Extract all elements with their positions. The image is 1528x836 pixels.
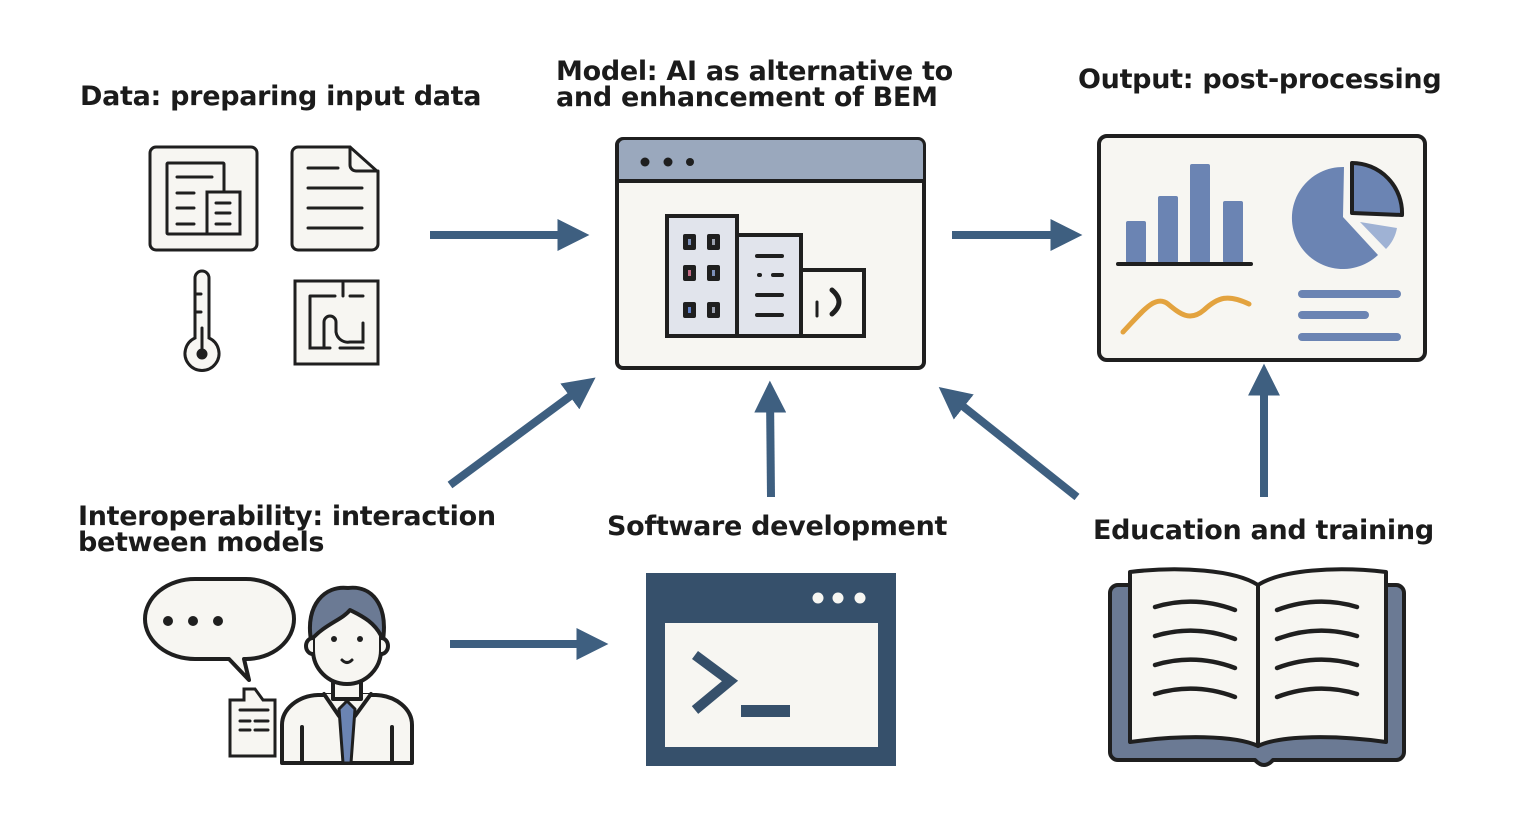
pie-chart-icon bbox=[1291, 161, 1405, 269]
arrow-software-to-model bbox=[754, 380, 787, 498]
document-icon bbox=[290, 145, 380, 252]
interop-title-line1: Interoperability: interaction bbox=[78, 501, 496, 532]
text-lines-icon bbox=[1298, 290, 1401, 341]
arrow-interop-to-model bbox=[447, 377, 596, 489]
buildings-icon bbox=[665, 214, 866, 338]
model-node-title: Model: AI as alternative to and enhancem… bbox=[556, 58, 953, 112]
window-dot-icon bbox=[686, 158, 694, 166]
terminal-window-icon bbox=[646, 573, 896, 766]
clipboard-icon bbox=[228, 687, 277, 758]
data-node-title: Data: preparing input data bbox=[80, 81, 482, 112]
bar-chart-icon bbox=[1116, 164, 1253, 266]
model-title-line2: and enhancement of BEM bbox=[556, 82, 938, 113]
speech-bubble-icon bbox=[143, 577, 296, 682]
window-dot-icon bbox=[663, 157, 673, 167]
arrow-education-to-model bbox=[938, 387, 1080, 501]
line-chart-icon bbox=[1120, 295, 1252, 335]
software-node-title: Software development bbox=[607, 511, 948, 542]
building-plan-icon bbox=[148, 145, 259, 252]
model-title-line1: Model: AI as alternative to bbox=[556, 56, 953, 87]
output-node-title: Output: post-processing bbox=[1078, 64, 1442, 95]
thermometer-icon bbox=[183, 269, 221, 372]
window-dot-icon bbox=[640, 157, 650, 167]
floor-plan-icon bbox=[293, 279, 380, 366]
open-book-icon bbox=[1108, 567, 1406, 767]
person-icon bbox=[279, 585, 415, 765]
interoperability-node-title: Interoperability: interaction between mo… bbox=[78, 503, 496, 557]
education-node-title: Education and training bbox=[1093, 515, 1434, 546]
interop-title-line2: between models bbox=[78, 527, 325, 558]
